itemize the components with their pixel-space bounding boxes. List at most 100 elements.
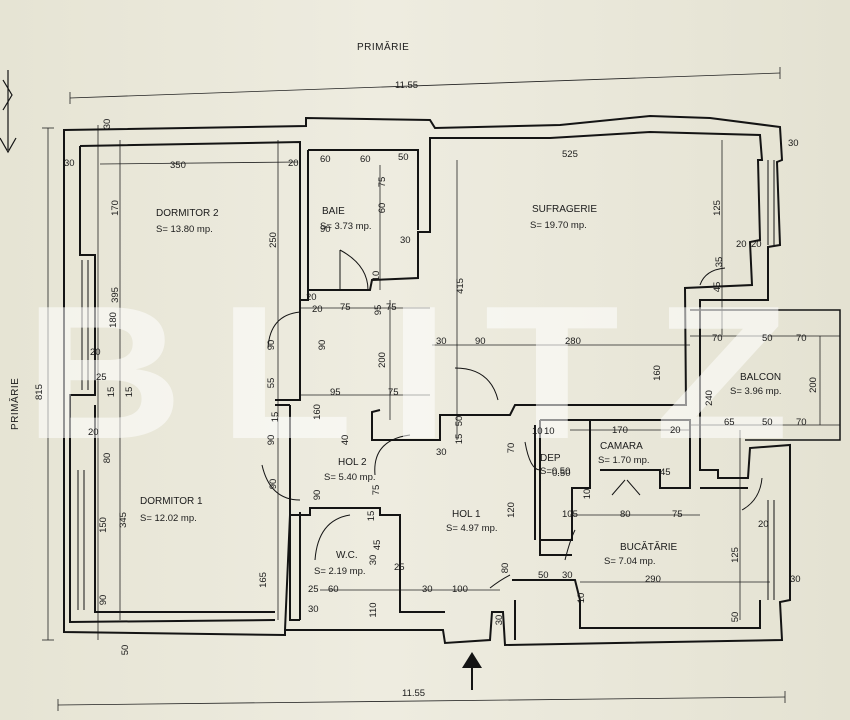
dimension-label: 105 [562, 509, 578, 520]
dimension-label: 280 [565, 336, 581, 347]
room-baie: BAIE S= 3.73 mp. [320, 206, 372, 232]
room-area: S= 12.02 mp. [140, 513, 197, 524]
dimension-label: 90 [475, 336, 486, 347]
dimension-label: 100 [452, 584, 468, 595]
dimension-label: 15 [454, 434, 465, 445]
dimension-label: 90 [312, 490, 323, 501]
watermark: BLITZ [24, 267, 824, 479]
dimension-label: 95 [330, 387, 341, 398]
overall-width-bottom: 11.55 [402, 688, 425, 699]
room-name: SUFRAGERIE [532, 204, 597, 215]
room-area: S= 19.70 mp. [530, 220, 587, 231]
dimension-label: 90 [317, 340, 328, 351]
dimension-label: 75 [371, 485, 382, 496]
dimension-label: 20 [288, 158, 299, 169]
dimension-label: 80 [102, 453, 113, 464]
dimension-label: 65 [724, 417, 735, 428]
room-area: S= 3.96 mp. [730, 386, 782, 397]
dimension-label: 90 [268, 479, 279, 490]
dimension-label: 50 [538, 570, 549, 581]
dimension-label: 50 [762, 333, 773, 344]
dimension-label: 90 [98, 595, 109, 606]
room-name: CAMARA [600, 441, 643, 452]
dimension-label: 30 [64, 158, 75, 169]
dimension-label: 240 [704, 390, 715, 406]
dimension-label: 75 [377, 177, 388, 188]
dimension-label: 200 [808, 377, 819, 393]
dimension-label: 20 [751, 239, 762, 250]
dimension-label: 250 [268, 232, 279, 248]
dimension-label: 415 [455, 278, 466, 294]
dimension-label: 395 [110, 287, 121, 303]
dimension-label: 30 [368, 555, 379, 566]
dimension-label: 10 [544, 426, 555, 437]
dimension-label: 45 [712, 282, 723, 293]
room-sufragerie: SUFRAGERIE S= 19.70 mp. [530, 204, 597, 231]
street-label-left: PRIMĂRIE [8, 378, 21, 430]
room-dep: DEP S=0.50 [540, 453, 570, 477]
room-camara: CAMARA S= 1.70 mp. [598, 441, 650, 466]
dimension-label: 95 [373, 305, 384, 316]
dimension-label: 60 [328, 584, 339, 595]
doors [261, 249, 763, 589]
dimension-label: 10 [532, 426, 543, 437]
room-name: HOL 1 [452, 509, 481, 520]
dimension-label: 350 [170, 160, 186, 171]
dimension-label: 180 [108, 312, 119, 328]
room-area: S= 3.73 mp. [320, 221, 372, 232]
dimension-label: 165 [258, 572, 269, 588]
dimension-label: 70 [712, 333, 723, 344]
dimension-label: 15 [270, 412, 281, 423]
dimension-label: 20 [312, 304, 323, 315]
dimension-label: 70 [796, 417, 807, 428]
dimension-label: 50 [762, 417, 773, 428]
dimension-label: 15 [366, 511, 377, 522]
dimension-label: 170 [110, 200, 121, 216]
dimension-label: 0.50 [552, 468, 571, 479]
dimension-label: 110 [368, 602, 379, 617]
dimension-label: 80 [620, 509, 631, 520]
dimension-label: 45 [660, 467, 671, 478]
dimension-label: 10 [371, 271, 382, 282]
north-arrow-icon [0, 70, 17, 154]
room-area: S= 13.80 mp. [156, 224, 213, 235]
dimension-label: 75 [340, 302, 351, 313]
room-dormitor-2: DORMITOR 2 S= 13.80 mp. [156, 208, 219, 235]
room-name: BUCĂTĂRIE [620, 540, 678, 553]
room-name: BALCON [740, 372, 781, 383]
dimension-label: 55 [266, 378, 277, 389]
dimension-label: 75 [672, 509, 683, 520]
room-name: DORMITOR 1 [140, 496, 203, 507]
room-area: S= 2.19 mp. [314, 566, 366, 577]
overall-width-top: 11.55 [395, 80, 418, 91]
dimension-label: 20 [88, 427, 99, 438]
dimension-label: 25 [96, 372, 107, 383]
room-bucatarie: BUCĂTĂRIE S= 7.04 mp. [604, 540, 678, 567]
dimension-label: 30 [790, 574, 801, 585]
dimension-label: 20 [736, 239, 747, 250]
room-hol-2: HOL 2 S= 5.40 mp. [324, 457, 376, 483]
dimension-label: 30 [102, 119, 113, 130]
dimension-label: 60 [360, 154, 371, 165]
room-area: S= 4.97 mp. [446, 523, 498, 534]
dimension-label: 80 [500, 563, 511, 574]
entrance-arrow [462, 652, 482, 690]
overall-height-left: 815 [34, 384, 45, 400]
dimension-label: 525 [562, 149, 578, 160]
room-area: S= 1.70 mp. [598, 455, 650, 466]
dimension-label: 170 [612, 425, 628, 436]
dimension-label: 70 [796, 333, 807, 344]
room-area: S=0.50 [540, 466, 570, 477]
dimension-label: 35 [714, 257, 725, 268]
room-name: BAIE [322, 206, 345, 217]
dimension-label: 50 [398, 152, 409, 163]
dimension-label: 30 [788, 138, 799, 149]
dimension-label: 25 [308, 584, 319, 595]
dimension-label: 30 [436, 336, 447, 347]
dimension-label: 20 [90, 347, 101, 358]
dimension-label: 20 [670, 425, 681, 436]
dimension-label: 160 [312, 404, 323, 420]
dimension-label: 90 [266, 340, 277, 351]
